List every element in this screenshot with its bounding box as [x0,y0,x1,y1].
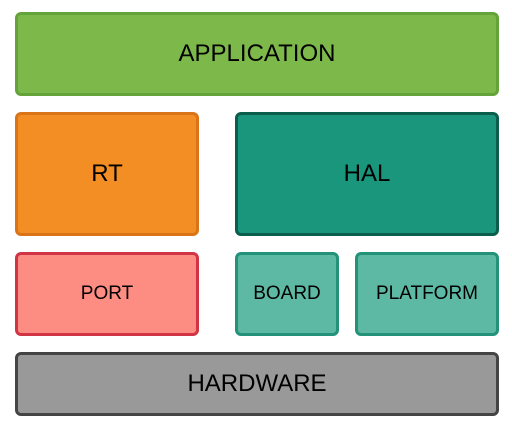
board-layer: BOARD [235,252,339,336]
application-label: APPLICATION [178,40,336,67]
hardware-label: HARDWARE [187,370,327,397]
platform-layer: PLATFORM [355,252,499,336]
hal-layer: HAL [235,112,499,236]
port-layer: PORT [15,252,199,336]
rt-label: RT [91,160,123,187]
rt-layer: RT [15,112,199,236]
hardware-layer: HARDWARE [15,352,499,416]
hal-label: HAL [343,160,391,187]
platform-label: PLATFORM [375,283,479,304]
port-label: PORT [80,283,134,304]
application-layer: APPLICATION [15,12,499,96]
board-label: BOARD [253,283,321,304]
